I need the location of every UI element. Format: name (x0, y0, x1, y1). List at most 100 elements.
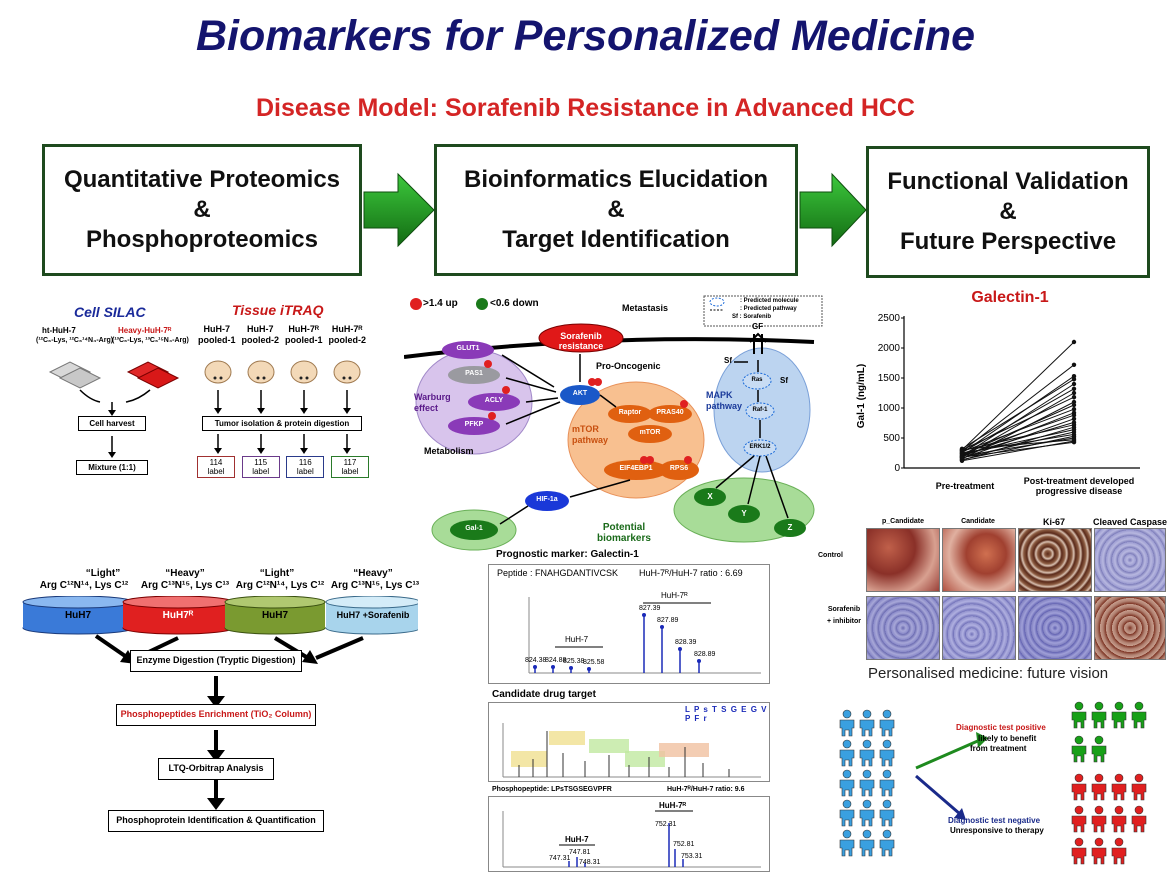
series-line (961, 341, 1075, 451)
x-label: X (707, 492, 713, 501)
series-line (961, 375, 1075, 454)
peak-label: 752.81 (673, 841, 695, 848)
step-line3: Phosphoproteomics (85, 226, 319, 253)
y-tick-label: 0 (894, 463, 900, 474)
gal1-node (450, 520, 498, 540)
spectrum-phospho: HuH-7 HuH-7ᴿ 747.31 747.81 748.31 752.31… (488, 796, 770, 872)
pos-sub1: likely to benefit (978, 734, 1037, 743)
step-line1: Functional Validation (887, 168, 1129, 195)
eif4ebp1-node (604, 460, 668, 480)
person-icon (859, 739, 875, 767)
person-icon (1071, 735, 1087, 763)
step-proteomics: Quantitative Proteomics & Phosphoproteom… (42, 144, 362, 276)
enzyme-digestion-box: Enzyme Digestion (Tryptic Digestion) (130, 650, 302, 672)
neg-title: Diagnostic test negative (948, 816, 1041, 825)
pas1-label: PAS1 (465, 370, 483, 377)
enrichment-box: Phosphopeptides Enrichment (TiO₂ Column) (116, 704, 316, 726)
series-line (961, 396, 1075, 451)
y-tick-label: 500 (883, 433, 900, 444)
peak-label: 752.31 (655, 821, 677, 828)
phospho-huh7: HuH-7 (565, 835, 589, 844)
mice-icons (204, 360, 361, 414)
step-bioinformatics: Bioinformatics Elucidation & Target Iden… (434, 144, 798, 276)
mixture-box: Mixture (1:1) (76, 460, 148, 475)
silac-heavy-label: Heavy-HuH-7ᴿ (118, 326, 172, 335)
ihc-row-control: Control (818, 552, 843, 559)
ihc-panel-image (942, 528, 1016, 592)
ihc-panel-image (1018, 596, 1092, 660)
galectin-ylabel: Gal-1 (ng/mL) (856, 364, 867, 428)
ras-node (742, 372, 772, 390)
legend-down: <0.6 down (490, 298, 539, 309)
akt-node (560, 385, 600, 405)
spectrum-candidate: L P s T S G E G V P F r (488, 702, 770, 782)
peak-label: 825.38 (563, 658, 585, 665)
raptor-node (608, 405, 652, 423)
sf1-label: Sf (724, 356, 732, 365)
phospho-header: Phosphopeptide: LPsTSGSEGVPFR HuH-7ᴿ/HuH… (492, 786, 770, 793)
ras-label: Ras (751, 377, 763, 383)
dish-huh7-sorafenib (325, 596, 418, 635)
series-line (961, 424, 1075, 452)
step-line3: Future Perspective (899, 228, 1117, 255)
series-line (961, 433, 1075, 454)
main-title: Biomarkers for Personalized Medicine (195, 12, 976, 60)
series-line (961, 408, 1075, 453)
y-tick-label: 1500 (878, 373, 901, 384)
ihc-col-header: Candidate (961, 518, 995, 525)
dish-label: “Light” (259, 568, 295, 579)
y-tick-label: 1000 (878, 403, 901, 414)
tumor-isolation-box: Tumor isolation & protein digestion (202, 416, 362, 431)
series-line (961, 439, 1075, 450)
person-icon (1131, 773, 1147, 801)
ihc-panel-image (1094, 596, 1166, 660)
data-point (1071, 407, 1077, 412)
person-icon (839, 829, 855, 857)
pro-oncogenic-label: Pro-Oncogenic (596, 361, 661, 371)
pfkp-label: PFKP (464, 421, 484, 428)
raf-node (745, 402, 775, 420)
silac-heavy-sub: (¹³C₆-Lys, ¹³C₆¹⁵N₄-Arg) (112, 337, 189, 344)
person-icon (859, 769, 875, 797)
person-icon (859, 829, 875, 857)
pas1-node (448, 366, 500, 384)
legend-up: >1.4 up (423, 298, 458, 309)
hif1a-label: HIF-1a (536, 496, 558, 503)
person-icon (839, 799, 855, 827)
quantification-box: Phosphoprotein Identification & Quantifi… (108, 810, 324, 832)
data-point (1071, 362, 1077, 367)
series-line (961, 414, 1075, 455)
dish-label-formula: Arg C¹³N¹⁵, Lys C¹³ (140, 580, 230, 591)
hif1a-node (525, 491, 569, 511)
z-node (774, 519, 806, 537)
peak-label: 828.89 (694, 651, 716, 658)
mouse-icon (204, 360, 232, 384)
peak-label: 824.38 (525, 657, 547, 664)
person-icon (1091, 701, 1107, 729)
pathway-diagram (404, 295, 823, 551)
series-line (961, 378, 1075, 450)
series-line (961, 383, 1075, 457)
neg-sub: Unresponsive to therapy (950, 826, 1044, 835)
person-icon (859, 709, 875, 737)
data-point (1071, 440, 1077, 445)
candidate-label: Candidate drug target (492, 689, 596, 700)
data-point (1071, 413, 1077, 418)
acly-node (468, 393, 520, 411)
huh7-label: HuH-7 (565, 635, 589, 644)
person-icon (1071, 805, 1087, 833)
person-icon (1131, 805, 1147, 833)
rps6-label: RPS6 (669, 465, 689, 472)
person-icon (859, 799, 875, 827)
light-cells-icon (48, 361, 102, 389)
sorafenib-node (538, 323, 624, 353)
gal1-label: Gal-1 (465, 525, 483, 532)
person-icon (1131, 701, 1147, 729)
peak-label: 747.31 (549, 855, 571, 862)
peak-label: 824.88 (545, 657, 567, 664)
gf-label: GF (752, 322, 764, 331)
